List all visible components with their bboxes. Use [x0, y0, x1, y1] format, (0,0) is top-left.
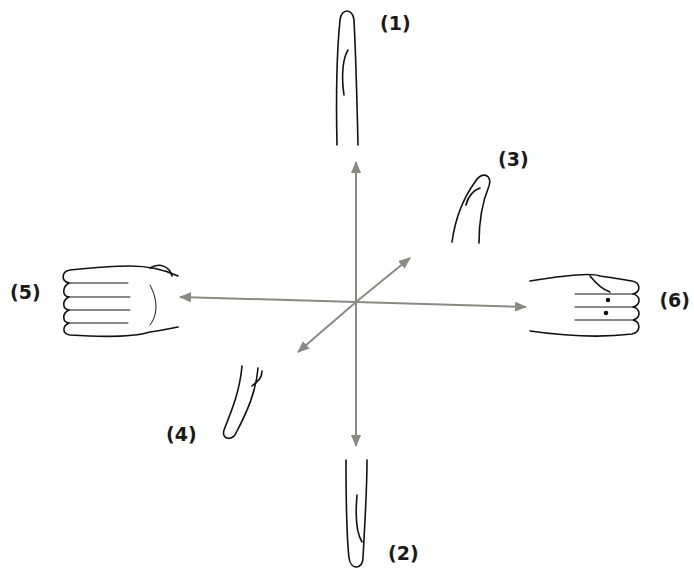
callout-number: (5) — [10, 283, 41, 302]
callout-number: (4) — [166, 425, 197, 444]
hand-backward — [224, 366, 262, 438]
hand-down — [346, 460, 367, 567]
direction-arrows — [180, 162, 526, 446]
hand-forward — [452, 175, 490, 243]
hand-right — [530, 274, 639, 336]
callout-number: (3) — [498, 150, 529, 169]
callout-number: (6) — [659, 291, 690, 310]
callout-number: (2) — [388, 544, 419, 563]
hand-left — [63, 265, 178, 336]
callout-number: (1) — [380, 14, 411, 33]
hand-up — [336, 11, 358, 145]
